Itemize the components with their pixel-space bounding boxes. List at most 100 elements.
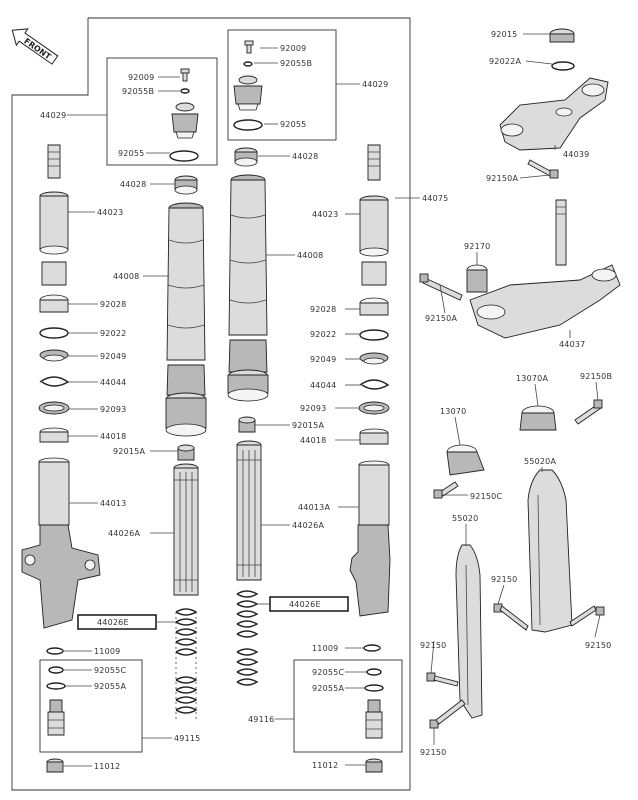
label-92055b-left: 92055B xyxy=(122,87,154,96)
label-11012-left: 11012 xyxy=(94,762,120,771)
label-92150a-upper: 92150A xyxy=(486,174,518,183)
label-92093-right: 92093 xyxy=(300,404,326,413)
label-92015a-right: 92015A xyxy=(292,421,324,430)
label-92022-left: 92022 xyxy=(100,329,126,338)
label-92049-right: 92049 xyxy=(310,355,336,364)
label-44037: 44037 xyxy=(559,340,585,349)
washer-92022-left xyxy=(39,327,69,339)
label-44018-right: 44018 xyxy=(300,436,326,445)
guide-44018-left xyxy=(39,427,69,443)
label-92150-f: 92150 xyxy=(420,641,446,650)
label-11012-right: 11012 xyxy=(312,761,338,770)
inset-box-right-cap xyxy=(227,29,337,141)
oring-92055b-right xyxy=(243,61,253,67)
bolt-92150b xyxy=(574,399,603,425)
axle-top-44023-left xyxy=(39,144,69,255)
label-49116: 49116 xyxy=(248,715,274,724)
label-92150-g: 92150 xyxy=(420,748,446,757)
label-92150c: 92150C xyxy=(470,492,502,501)
label-44044-right: 44044 xyxy=(310,381,336,390)
label-92028-left: 92028 xyxy=(100,300,126,309)
collar-44028-center-left xyxy=(174,175,198,195)
oring-92055b-left xyxy=(180,88,190,94)
bolt-92150d xyxy=(493,603,529,631)
fork-guard-55020 xyxy=(455,544,483,719)
label-92150b: 92150B xyxy=(580,372,612,381)
clip-44044-left xyxy=(39,376,70,387)
oring-92055c-left xyxy=(48,666,64,674)
label-92055b-right: 92055B xyxy=(280,59,312,68)
valve-assembly-right xyxy=(365,699,383,739)
label-92170: 92170 xyxy=(464,242,490,251)
bolt-11012-right xyxy=(365,758,383,773)
inset-box-left-cap xyxy=(106,57,218,166)
label-92028-right: 92028 xyxy=(310,305,336,314)
cap-bolt-44029-left xyxy=(171,102,199,139)
clamp-13070 xyxy=(446,444,485,476)
label-44008-left: 44008 xyxy=(113,272,139,281)
label-92150-e: 92150 xyxy=(585,641,611,650)
damper-rod-44026a-right xyxy=(236,440,262,581)
seal-92049-right xyxy=(359,352,389,365)
bushing-92028-left xyxy=(39,294,69,313)
inset-box-left-valve xyxy=(39,659,143,753)
label-44039: 44039 xyxy=(563,150,589,159)
label-11009-left: 11009 xyxy=(94,647,120,656)
oring-92055c-right xyxy=(366,668,382,676)
clip-44044-right xyxy=(359,379,390,390)
label-44008-right: 44008 xyxy=(297,251,323,260)
inner-tube-44013a-right xyxy=(349,460,391,617)
label-13070: 13070 xyxy=(440,407,466,416)
bolt-92009-right xyxy=(244,40,254,54)
outer-tube-44008-left xyxy=(165,202,207,437)
label-44023-left: 44023 xyxy=(97,208,123,217)
oring-92055-left xyxy=(169,150,199,162)
steering-stem-44037 xyxy=(469,199,621,339)
label-44026a-right: 44026A xyxy=(292,521,324,530)
label-92093-left: 92093 xyxy=(100,405,126,414)
bolt-92150a-lower xyxy=(419,273,463,301)
label-92055c-left: 92055C xyxy=(94,666,126,675)
brake-hose-clamp-13070a xyxy=(519,405,557,431)
label-92055-left: 92055 xyxy=(118,149,144,158)
oring-92055a-left xyxy=(46,682,66,690)
part-labels: 92009 92055B 92055 44029 92009 92055B 92… xyxy=(40,30,612,771)
bolt-92150c xyxy=(433,481,459,499)
washer-11009-right xyxy=(363,644,381,652)
label-92015: 92015 xyxy=(491,30,517,39)
label-92055-right: 92055 xyxy=(280,120,306,129)
label-44028-right: 44028 xyxy=(292,152,318,161)
front-direction-badge: FRONT xyxy=(11,28,59,65)
leader-lines xyxy=(63,33,601,767)
inner-tube-44013-left xyxy=(21,457,101,629)
nut-92015a-center-left xyxy=(177,444,195,461)
label-55020: 55020 xyxy=(452,514,478,523)
label-92015a-left: 92015A xyxy=(113,447,145,456)
label-44026e-right: 44026E xyxy=(289,600,321,609)
label-44026e-left: 44026E xyxy=(97,618,129,627)
spacer-left xyxy=(41,261,67,286)
label-92022a: 92022A xyxy=(489,57,521,66)
guide-44018-right xyxy=(359,428,389,445)
inset-box-right-valve xyxy=(293,659,403,753)
fork-guard-55020a xyxy=(527,469,573,633)
valve-assembly-left xyxy=(47,699,65,736)
seal-92049-left xyxy=(39,349,69,362)
label-44029-left: 44029 xyxy=(40,111,66,120)
label-44023-right: 44023 xyxy=(312,210,338,219)
nut-92015a-center-right xyxy=(238,416,256,433)
bolt-92150f xyxy=(426,672,459,687)
label-92055a-right: 92055A xyxy=(312,684,344,693)
label-92055a-left: 92055A xyxy=(94,682,126,691)
bolt-92150g xyxy=(429,699,466,729)
label-11009-right: 11009 xyxy=(312,644,338,653)
label-92055c-right: 92055C xyxy=(312,668,344,677)
cap-bolt-44029-right xyxy=(233,75,263,111)
label-92049-left: 92049 xyxy=(100,352,126,361)
collar-44028-center-right xyxy=(234,147,258,167)
label-44026a-left: 44026A xyxy=(108,529,140,538)
label-44029-right: 44029 xyxy=(362,80,388,89)
bolt-92009-left xyxy=(180,68,190,82)
damper-rod-44026a-left xyxy=(173,463,199,596)
